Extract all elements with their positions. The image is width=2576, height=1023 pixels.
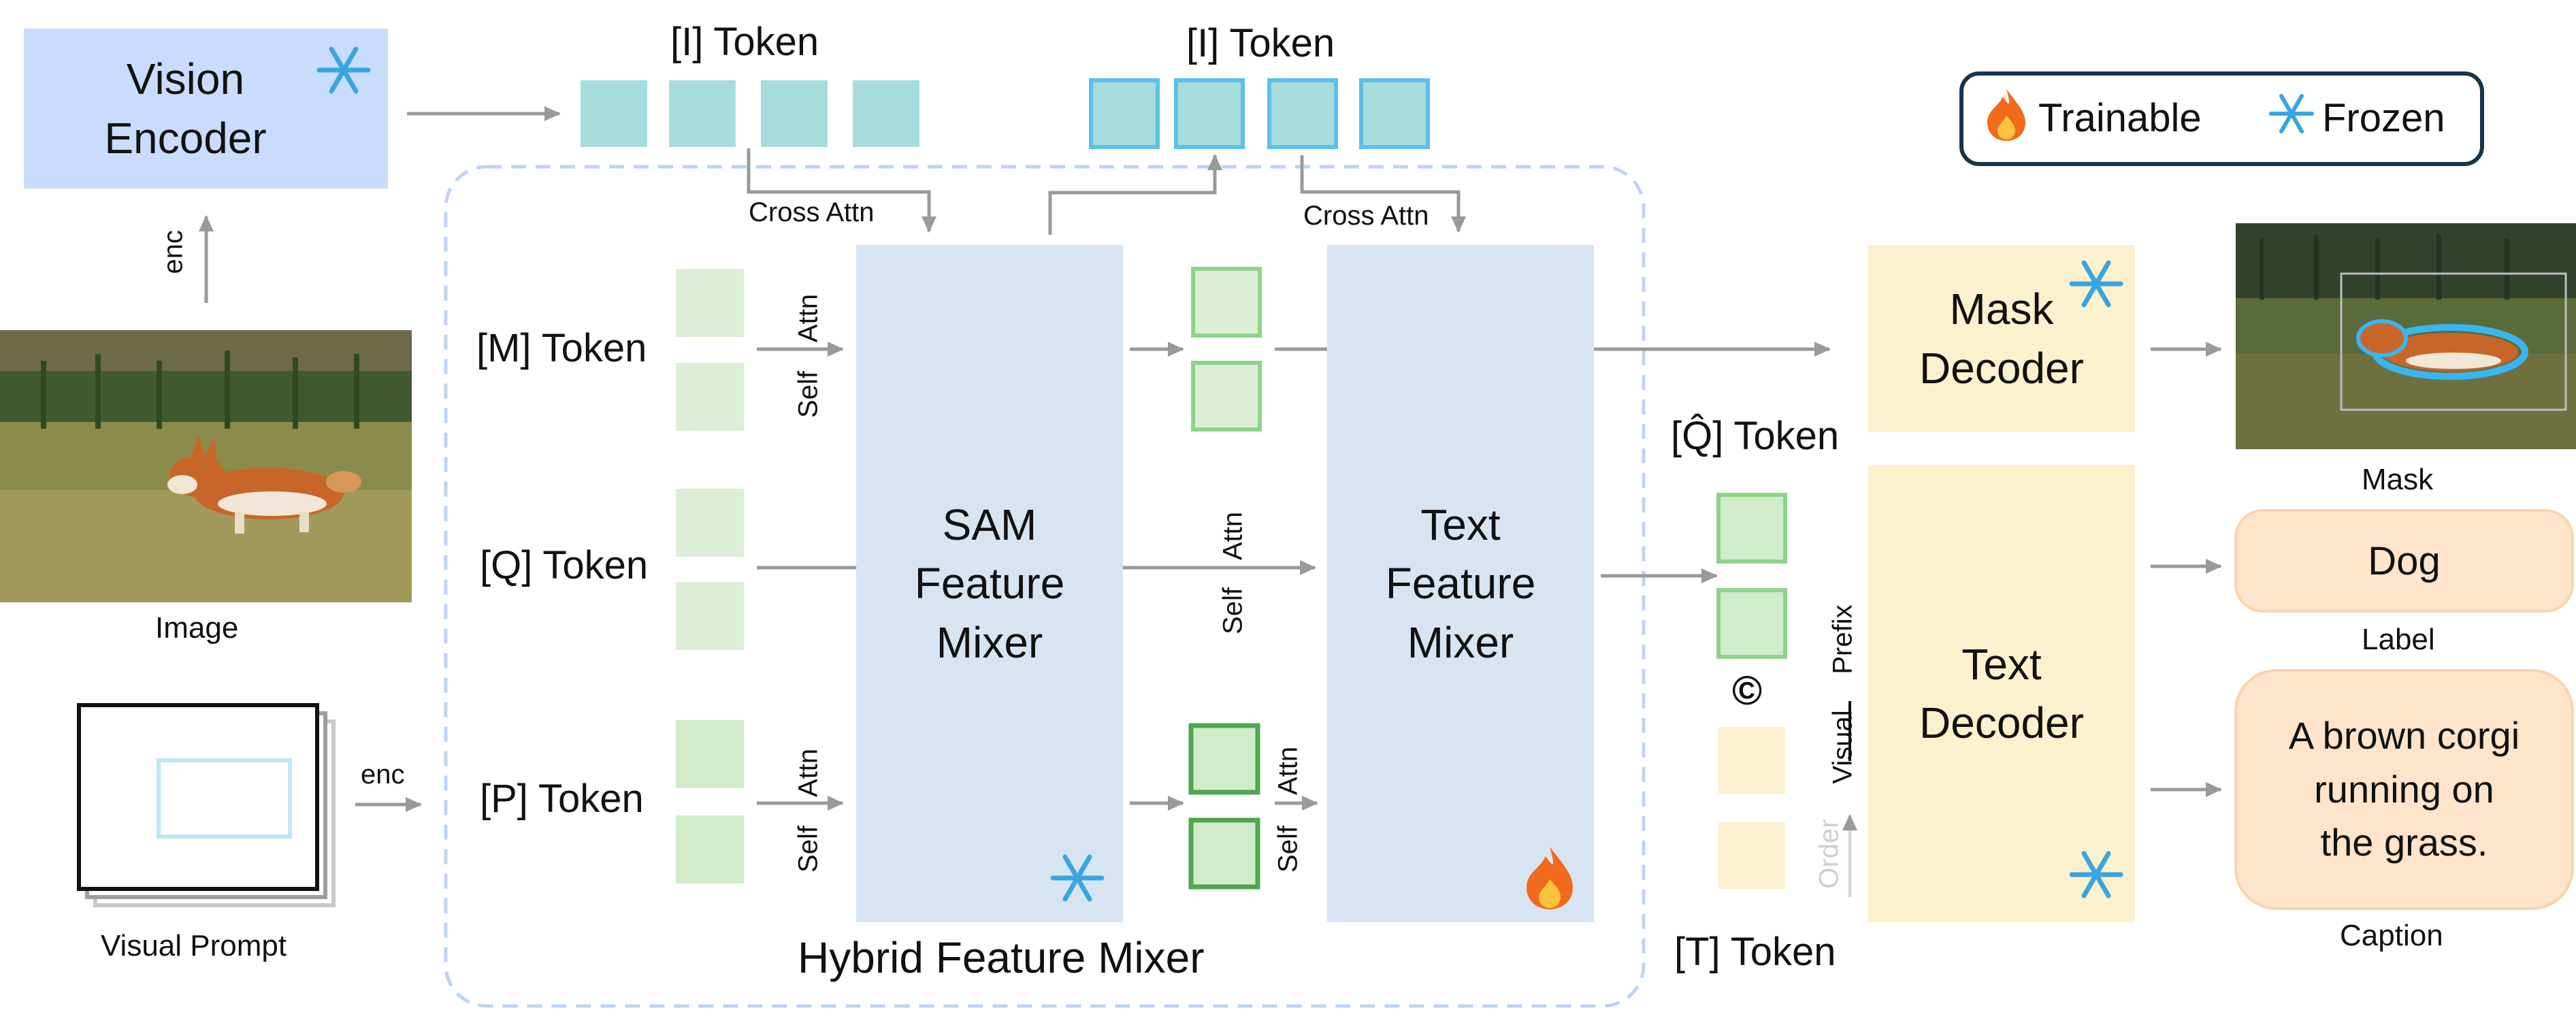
enc-up-label: enc xyxy=(158,230,189,274)
q-hat-token-2 xyxy=(1716,588,1787,659)
text-mixer-line1: Text xyxy=(1420,500,1501,549)
snowflake-icon-legend xyxy=(2269,94,2314,133)
m-self-label: Self xyxy=(793,371,824,418)
p-token-2 xyxy=(676,815,744,883)
m-attn-label: Attn xyxy=(793,293,824,343)
text-mixer-line2: Feature xyxy=(1385,559,1536,608)
enc-prompt-label: enc xyxy=(361,760,405,790)
sam-mixer-line2: Feature xyxy=(914,559,1065,608)
updated-image-token-1 xyxy=(1089,78,1160,149)
legend-trainable-label: Trainable xyxy=(2038,96,2202,140)
sam-feature-mixer-box xyxy=(856,245,1123,922)
order-label: Order xyxy=(1814,819,1844,889)
sam-mixer-line1: SAM xyxy=(942,500,1037,549)
mask-decoder-line2: Decoder xyxy=(1919,343,2084,393)
mask-decoder-title: Mask Decoder xyxy=(1868,245,2135,432)
arrow-cross-attn-left xyxy=(747,148,936,233)
text-feature-mixer-box xyxy=(1327,245,1594,922)
text-decoder-title: Text Decoder xyxy=(1868,465,2135,922)
label-output-box xyxy=(2234,509,2574,613)
m-token-1 xyxy=(676,269,744,337)
text-feature-mixer-title: Text Feature Mixer xyxy=(1327,245,1594,922)
caption-output-label: Caption xyxy=(2340,919,2443,952)
q-token-1 xyxy=(676,489,744,557)
p-token-mixed-2 xyxy=(1188,817,1260,890)
q-hat-token-1 xyxy=(1716,493,1787,564)
q-token-label: [Q] Token xyxy=(480,543,649,587)
updated-image-token-4 xyxy=(1359,78,1430,149)
text-decoder-line1: Text xyxy=(1961,639,2042,689)
caption-output-text: A brown corgi running on the grass. xyxy=(2236,670,2573,909)
t-token-2 xyxy=(1718,822,1785,889)
image-label: Image xyxy=(155,611,239,645)
image-token-label-right: [I] Token xyxy=(1186,21,1335,65)
visual-prompt-frame xyxy=(77,703,319,891)
text-mixer-line3: Mixer xyxy=(1407,617,1514,667)
m-token-label: [M] Token xyxy=(476,326,647,370)
image-token-label-left: [I] Token xyxy=(670,20,819,64)
vision-encoder-line2: Encoder xyxy=(104,113,267,163)
p-mixed-attn-label: Attn xyxy=(1273,746,1303,796)
label-output-label: Label xyxy=(2362,623,2435,656)
snowflake-icon-encoder xyxy=(316,46,371,94)
image-token-1 xyxy=(581,80,647,147)
p-token-label: [P] Token xyxy=(480,777,644,821)
visual-label: Visual xyxy=(1827,710,1858,784)
label-output-value: Dog xyxy=(2368,538,2441,583)
image-token-4 xyxy=(853,80,919,147)
flame-icon-legend xyxy=(1987,89,2025,141)
q-hat-token-label: [Q̂] Token xyxy=(1671,414,1840,458)
visual-prompt-box xyxy=(157,758,292,839)
t-token-label: [T] Token xyxy=(1674,930,1836,974)
mask-output-label: Mask xyxy=(2362,463,2434,496)
snowflake-icon-text-decoder xyxy=(2069,851,2123,898)
p-token-mixed-1 xyxy=(1188,723,1260,795)
text-decoder-box xyxy=(1868,465,2135,922)
p-self-label: Self xyxy=(793,826,824,873)
m-token-2 xyxy=(676,363,744,431)
concat-symbol: © xyxy=(1732,668,1763,713)
caption-line3: the grass. xyxy=(2320,821,2488,864)
mask-decoder-line1: Mask xyxy=(1949,285,2054,334)
vision-encoder-title: Vision Encoder xyxy=(24,29,388,189)
updated-image-token-2 xyxy=(1174,78,1245,149)
p-mixed-self-label: Self xyxy=(1273,826,1303,873)
legend-box xyxy=(1959,71,2484,166)
caption-line2: running on xyxy=(2314,767,2494,811)
flame-icon-text-mixer xyxy=(1527,847,1573,909)
q-self-label: Self xyxy=(1218,587,1248,634)
arrow-cross-attn-right xyxy=(1300,155,1466,233)
prefix-label: Prefix xyxy=(1827,604,1858,675)
caption-output-box xyxy=(2234,669,2574,910)
cross-attn-right-label: Cross Attn xyxy=(1303,201,1429,231)
cross-attn-left-label: Cross Attn xyxy=(749,197,875,227)
t-token-1 xyxy=(1718,727,1785,794)
hybrid-feature-mixer-container xyxy=(444,165,1646,1008)
legend-frozen-label: Frozen xyxy=(2322,96,2445,140)
p-token-1 xyxy=(676,720,744,788)
corgi-photo xyxy=(0,330,412,602)
vision-encoder-box xyxy=(24,29,388,189)
m-token-mixed-2 xyxy=(1191,361,1262,432)
sam-mixer-line3: Mixer xyxy=(936,617,1043,667)
caption-line1: A brown corgi xyxy=(2288,714,2520,758)
updated-image-token-3 xyxy=(1267,78,1338,149)
mask-output-photo xyxy=(2236,223,2576,449)
snowflake-icon-mask-decoder xyxy=(2069,260,2123,308)
vision-encoder-line1: Vision xyxy=(126,54,245,104)
snowflake-icon-sam-mixer xyxy=(1050,854,1105,902)
hybrid-feature-mixer-label: Hybrid Feature Mixer xyxy=(798,933,1205,982)
text-decoder-line2: Decoder xyxy=(1919,698,2084,747)
image-token-3 xyxy=(761,80,828,147)
visual-prompt-label: Visual Prompt xyxy=(101,929,287,962)
image-token-2 xyxy=(669,80,736,147)
q-token-2 xyxy=(676,582,744,650)
m-token-mixed-1 xyxy=(1191,267,1262,338)
arrow-sam-to-updated-tokens xyxy=(1048,154,1222,235)
sam-feature-mixer-title: SAM Feature Mixer xyxy=(856,245,1123,922)
p-attn-label: Attn xyxy=(793,748,824,798)
q-attn-label: Attn xyxy=(1218,511,1248,561)
